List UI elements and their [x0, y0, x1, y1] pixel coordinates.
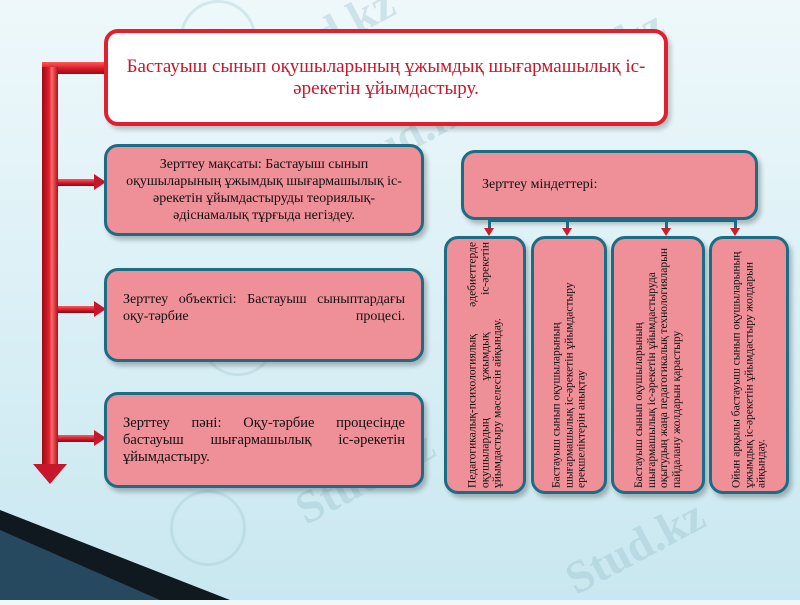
- task-text-3: Бастауыш сынып оқушыларының шығармашылық…: [633, 247, 683, 488]
- tasks-connector-drop: [566, 219, 569, 233]
- arrow-to-object: [58, 301, 106, 317]
- corner-decoration: [0, 530, 160, 600]
- task-text-1: Педагогикалық-психологиялық әдебиеттерде…: [466, 242, 504, 488]
- research-tasks-header-text: Зерттеу міндеттері:: [482, 177, 598, 192]
- research-subject-box: Зерттеу пәні: Оқу-тәрбие процесінде баст…: [104, 392, 424, 488]
- research-tasks-header: Зерттеу міндеттері:: [461, 150, 758, 220]
- task-text-4: Ойын арқылы бастауыш сынып оқушыларының …: [730, 251, 768, 488]
- task-box-4: Ойын арқылы бастауыш сынып оқушыларының …: [709, 236, 789, 494]
- task-box-2: Бастауыш сынып оқушыларының шығармашылық…: [531, 236, 607, 494]
- watermark-text: Stud.kz: [556, 488, 713, 605]
- research-purpose-text: Зерттеу мақсаты: Бастауыш сынып оқушылар…: [126, 157, 402, 223]
- tasks-connector-arrow: [661, 228, 671, 236]
- connector-top-bar: [42, 62, 106, 74]
- research-object-box: Зерттеу объектісі: Бастауыш сыныптардағы…: [104, 268, 424, 362]
- tasks-connector-arrow: [730, 228, 740, 236]
- tasks-connector-line: [488, 219, 737, 222]
- flow-arrow-spine: [42, 67, 58, 465]
- tasks-connector-drop: [734, 219, 737, 233]
- task-text-2: Бастауыш сынып оқушыларының шығармашылық…: [550, 282, 588, 488]
- diagram-title-text: Бастауыш сынып оқушыларының ұжымдық шыға…: [126, 55, 646, 99]
- arrow-to-subject: [58, 430, 106, 446]
- arrow-to-purpose: [58, 174, 106, 190]
- tasks-connector-arrow: [562, 228, 572, 236]
- tasks-connector-drop: [665, 219, 668, 233]
- tasks-connector-drop: [488, 219, 491, 233]
- task-box-1: Педагогикалық-психологиялық әдебиеттерде…: [444, 236, 526, 494]
- flow-arrow-head: [33, 464, 67, 484]
- research-purpose-box: Зерттеу мақсаты: Бастауыш сынып оқушылар…: [104, 144, 424, 236]
- research-object-text: Зерттеу объектісі: Бастауыш сыныптардағы…: [123, 292, 405, 324]
- task-box-3: Бастауыш сынып оқушыларының шығармашылық…: [611, 236, 705, 494]
- tasks-connector-arrow: [484, 228, 494, 236]
- research-subject-text: Зерттеу пәні: Оқу-тәрбие процесінде баст…: [123, 415, 405, 465]
- diagram-title: Бастауыш сынып оқушыларының ұжымдық шыға…: [104, 29, 668, 126]
